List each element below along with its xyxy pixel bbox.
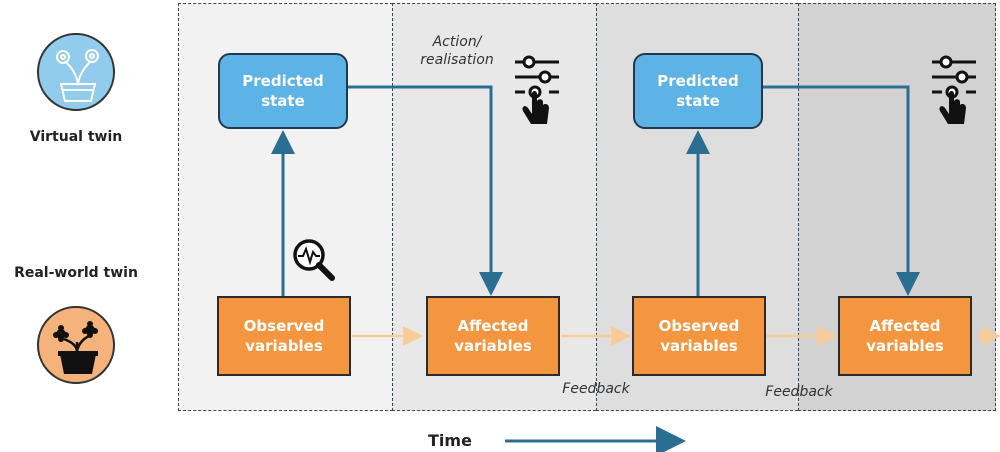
phase-divider (392, 3, 393, 411)
action-arrow (348, 85, 503, 296)
magnifier-signal-icon (293, 239, 335, 281)
action-arrow (763, 85, 920, 296)
predicted-state-box: Predicted state (218, 53, 348, 129)
flower-pot-icon (37, 306, 115, 384)
slider-tap-icon (515, 55, 559, 124)
virtual-twin-label: Virtual twin (29, 129, 123, 145)
time-label: Time (428, 431, 472, 450)
affected-variables-box: Affected variables (838, 296, 972, 376)
observed-variables-box: Observed variables (632, 296, 766, 376)
phase-divider (798, 3, 799, 411)
action-realisation-label: Action/ realisation (420, 34, 494, 68)
real-world-twin-label: Real-world twin (14, 265, 138, 281)
flower-pot-icon (37, 33, 115, 111)
phase-divider (596, 3, 597, 411)
predicted-state-box: Predicted state (633, 53, 763, 129)
slider-tap-icon (932, 55, 976, 124)
feedback-label: Feedback (562, 381, 630, 397)
observed-variables-box: Observed variables (217, 296, 351, 376)
feedback-label: Feedback (765, 384, 833, 400)
affected-variables-box: Affected variables (426, 296, 560, 376)
